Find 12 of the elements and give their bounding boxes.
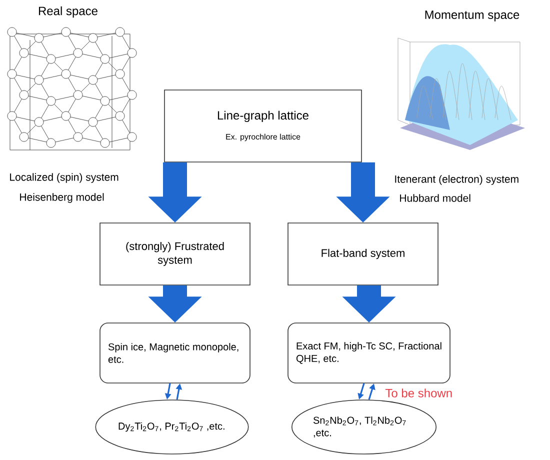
result-box: Exact FM, high-Tc SC, Fractional QHE, etc.	[288, 322, 450, 384]
panel-title: Momentum space	[425, 10, 520, 22]
title-box: Line-graph lattice Ex. pyrochlore lattice	[164, 90, 362, 162]
process-box: (strongly) Frustrated system	[100, 222, 250, 286]
model-label: Hubbard model	[400, 194, 470, 202]
panel-title: Real space	[38, 6, 98, 18]
note-text: To be shown	[385, 388, 452, 398]
process-box: Flat-band system	[288, 222, 438, 286]
model-label: Localized (spin) system	[10, 173, 118, 183]
model-label: Heisenberg model	[20, 193, 104, 203]
result-box: Spin ice, Magnetic monopole, etc.	[100, 322, 250, 384]
model-label: Itenerant (electron) system	[395, 175, 518, 185]
